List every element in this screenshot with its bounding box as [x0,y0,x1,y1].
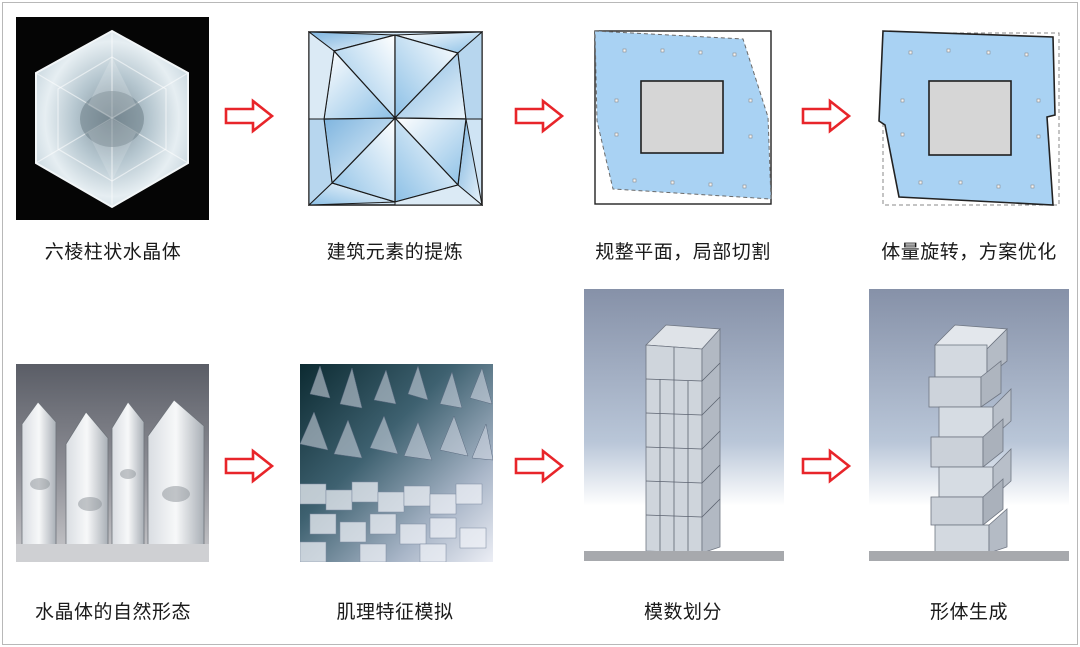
right-arrow-icon [223,98,275,134]
caption-form-generation: 形体生成 [929,601,1008,623]
caption-rotated-volume: 体量旋转，方案优化 [881,241,1057,263]
caption-natural-crystal: 水晶体的自然形态 [34,601,191,623]
right-arrow-icon [513,98,565,134]
regular-plan-diagram [593,29,775,209]
right-arrow-icon [513,448,565,484]
rotated-volume-diagram [877,29,1063,209]
caption-texture-simulation: 肌理特征模拟 [336,601,454,623]
right-arrow-icon [800,448,852,484]
modular-division-render [584,289,784,567]
natural-crystal-photo [16,364,209,562]
texture-simulation-render [300,364,493,562]
element-extraction-diagram [308,31,483,206]
caption-modular-division: 模数划分 [643,601,722,623]
hexagonal-crystal-photo [16,17,209,220]
caption-element-extraction: 建筑元素的提炼 [326,241,464,263]
right-arrow-icon [800,98,852,134]
caption-hexagonal-crystal: 六棱柱状水晶体 [44,241,182,263]
right-arrow-icon [223,448,275,484]
form-generation-render [869,289,1069,567]
caption-regular-plan: 规整平面，局部切割 [595,241,771,263]
